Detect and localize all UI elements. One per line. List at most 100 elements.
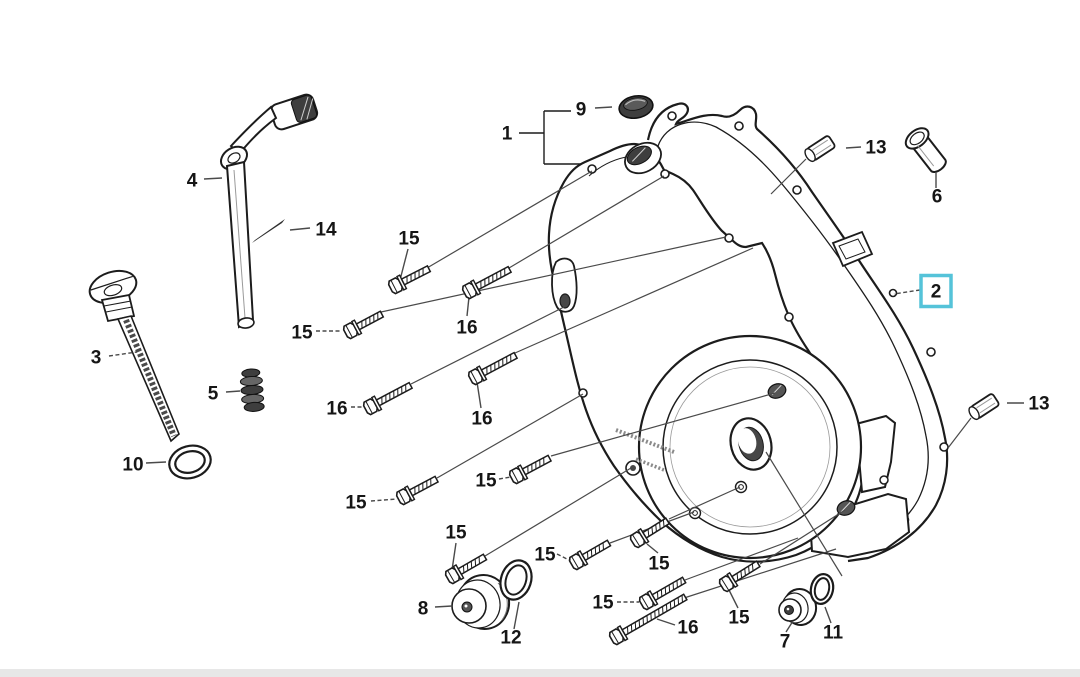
connector-8: [434, 605, 453, 608]
callout-15-g[interactable]: 15: [648, 554, 670, 575]
callout-number: 3: [91, 348, 102, 369]
callout-number: 12: [500, 628, 521, 649]
callout-number: 13: [1028, 394, 1049, 415]
connector-15-i: [728, 589, 739, 609]
callout-9[interactable]: 9: [576, 100, 587, 121]
loose-parts: [88, 93, 1000, 630]
callout-13-right[interactable]: 13: [1028, 394, 1049, 415]
leader-15-a: [426, 170, 593, 269]
connector-15-c: [370, 498, 398, 502]
gasket-inner-edge: [657, 121, 929, 549]
callout-6[interactable]: 6: [932, 187, 943, 208]
callout-16-d[interactable]: 16: [677, 618, 698, 639]
callout-number: 9: [576, 100, 587, 121]
callout-15-e[interactable]: 15: [445, 523, 467, 544]
bolt-16-d: [608, 593, 688, 646]
callout-number: 15: [534, 545, 556, 566]
connector-11: [824, 606, 832, 624]
callout-number: 16: [677, 618, 698, 639]
leader-13-top: [770, 158, 807, 195]
sealing-cap-part-8: [451, 574, 511, 630]
callout-number: 5: [208, 384, 219, 405]
cover-right-tab: [854, 414, 897, 494]
leader-15-c: [436, 393, 584, 479]
callout-number: 7: [780, 632, 791, 653]
dipstick-part-3: [88, 269, 180, 443]
callout-number: 15: [398, 229, 420, 250]
callout-number: 14: [315, 220, 337, 241]
callout-4[interactable]: 4: [187, 171, 198, 192]
connector-14: [289, 227, 311, 231]
sealing-cap-part-7: [778, 588, 818, 626]
leader-16-a: [508, 175, 665, 269]
connector-7: [785, 620, 794, 633]
callout-15-i[interactable]: 15: [728, 608, 750, 629]
leader-16-b: [410, 306, 565, 385]
bolts: [342, 264, 761, 646]
callout-5[interactable]: 5: [208, 384, 219, 405]
connector-9: [594, 106, 613, 109]
gasket-slot-inner: [838, 238, 866, 260]
o-ring-part-12: [499, 559, 533, 601]
callout-15-a[interactable]: 15: [398, 229, 420, 250]
callout-1[interactable]: 1: [502, 124, 513, 145]
leader-7-11: [765, 451, 843, 577]
callout-2[interactable]: 2: [919, 273, 953, 309]
gasket-slot: [831, 230, 874, 268]
callout-15-d[interactable]: 15: [475, 471, 497, 492]
callout-12[interactable]: 12: [500, 628, 521, 649]
callout-15-f[interactable]: 15: [534, 545, 556, 566]
connector-15-a: [399, 248, 409, 281]
callout-number: 16: [326, 399, 347, 420]
connector-3: [108, 351, 138, 357]
connector-16-c: [476, 381, 482, 409]
leader-15-e: [484, 467, 632, 557]
teardrop-boss-hole: [559, 293, 571, 309]
bolt-16-a: [461, 265, 513, 300]
cover-top-boss: [624, 141, 662, 175]
cover-ear-holes: [578, 164, 794, 398]
connector-15-d: [498, 476, 512, 480]
bolt-15-h: [638, 576, 687, 611]
callout-15-h[interactable]: 15: [592, 593, 614, 614]
pin-part-14: [252, 219, 285, 243]
callout-16-b[interactable]: 16: [326, 399, 347, 420]
callout-15-b[interactable]: 15: [291, 323, 313, 344]
leader-15-g: [668, 486, 741, 520]
callout-number: 15: [648, 554, 670, 575]
leader-13-right: [947, 417, 972, 449]
connector-16-a: [466, 296, 470, 317]
collar-part-6: [904, 127, 947, 173]
bolt-15-d: [508, 454, 553, 485]
callout-16-a[interactable]: 16: [456, 318, 477, 339]
callout-16-c[interactable]: 16: [471, 409, 492, 430]
callout-number: 8: [418, 599, 429, 620]
rubber-mount-part-5: [239, 368, 265, 412]
clutch-circle-ring-accent: [669, 366, 831, 528]
callout-7[interactable]: 7: [780, 632, 791, 653]
leader-15-i: [759, 509, 846, 565]
bolt-15-b: [342, 310, 385, 340]
callout-number: 15: [345, 493, 367, 514]
callout-number: 6: [932, 187, 943, 208]
callout-11[interactable]: 11: [823, 623, 844, 644]
callout-number: 10: [122, 455, 143, 476]
connector-13-top: [845, 146, 862, 149]
callout-13-top[interactable]: 13: [865, 138, 886, 159]
connector-15-e: [451, 542, 457, 571]
callout-15-c[interactable]: 15: [345, 493, 367, 514]
bottom-edge-strip: [0, 669, 1080, 677]
leader-15-d: [550, 392, 776, 457]
dowel-pin-part-13-right: [968, 393, 1000, 421]
callout-14[interactable]: 14: [315, 220, 337, 241]
cover-cast-text-2: [635, 457, 665, 472]
callout-number: 2: [931, 282, 942, 303]
callout-3[interactable]: 3: [91, 348, 102, 369]
callout-10[interactable]: 10: [122, 455, 143, 476]
connector-15-f: [556, 553, 570, 561]
connector-10: [145, 461, 167, 464]
callout-8[interactable]: 8: [418, 599, 429, 620]
